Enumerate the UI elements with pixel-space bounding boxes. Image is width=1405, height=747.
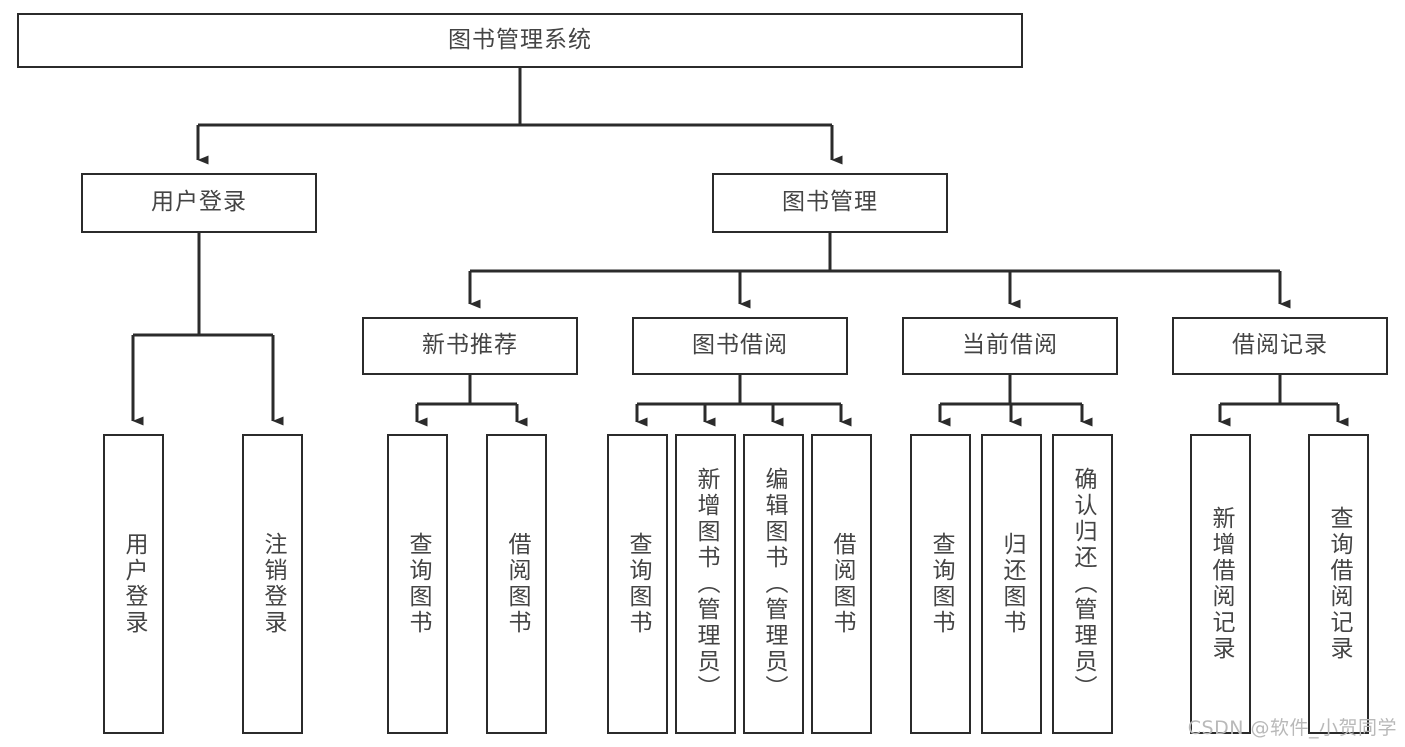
node-leaf-query-book-3[interactable]: 查询图书: [910, 434, 971, 734]
node-leaf-add-book-label: 新增图书（管理员）: [693, 467, 719, 701]
node-leaf-add-book[interactable]: 新增图书（管理员）: [675, 434, 736, 734]
node-borrow-record-label: 借阅记录: [1232, 332, 1328, 359]
node-new-book-rec-label: 新书推荐: [422, 332, 518, 359]
node-leaf-query-book-1[interactable]: 查询图书: [387, 434, 448, 734]
node-user-login[interactable]: 用户登录: [81, 173, 317, 233]
node-user-login-label: 用户登录: [151, 189, 247, 216]
node-root[interactable]: 图书管理系统: [17, 13, 1023, 68]
node-leaf-confirm-return[interactable]: 确认归还（管理员）: [1052, 434, 1113, 734]
node-leaf-edit-book[interactable]: 编辑图书（管理员）: [743, 434, 804, 734]
node-leaf-user-logout-label: 注销登录: [260, 532, 286, 636]
node-book-manage-label: 图书管理: [782, 189, 878, 216]
node-root-label: 图书管理系统: [448, 26, 592, 53]
node-leaf-confirm-return-label: 确认归还（管理员）: [1070, 467, 1096, 701]
node-leaf-borrow-book-1[interactable]: 借阅图书: [486, 434, 547, 734]
node-new-book-rec[interactable]: 新书推荐: [362, 317, 578, 375]
node-leaf-query-record-label: 查询借阅记录: [1326, 506, 1352, 662]
node-leaf-user-logout[interactable]: 注销登录: [242, 434, 303, 734]
node-leaf-add-record[interactable]: 新增借阅记录: [1190, 434, 1251, 734]
node-leaf-edit-book-label: 编辑图书（管理员）: [761, 467, 787, 701]
node-leaf-borrow-book-2-label: 借阅图书: [829, 532, 855, 636]
node-leaf-add-record-label: 新增借阅记录: [1208, 506, 1234, 662]
node-leaf-query-record[interactable]: 查询借阅记录: [1308, 434, 1369, 734]
node-leaf-borrow-book-1-label: 借阅图书: [504, 532, 530, 636]
node-current-borrow-label: 当前借阅: [962, 332, 1058, 359]
node-book-borrow[interactable]: 图书借阅: [632, 317, 848, 375]
node-leaf-query-book-3-label: 查询图书: [928, 532, 954, 636]
node-leaf-user-login[interactable]: 用户登录: [103, 434, 164, 734]
node-current-borrow[interactable]: 当前借阅: [902, 317, 1118, 375]
node-leaf-return-book-label: 归还图书: [999, 532, 1025, 636]
node-leaf-user-login-label: 用户登录: [121, 532, 147, 636]
node-book-borrow-label: 图书借阅: [692, 332, 788, 359]
node-leaf-query-book-1-label: 查询图书: [405, 532, 431, 636]
node-borrow-record[interactable]: 借阅记录: [1172, 317, 1388, 375]
node-leaf-borrow-book-2[interactable]: 借阅图书: [811, 434, 872, 734]
node-book-manage[interactable]: 图书管理: [712, 173, 948, 233]
node-leaf-return-book[interactable]: 归还图书: [981, 434, 1042, 734]
node-leaf-query-book-2[interactable]: 查询图书: [607, 434, 668, 734]
node-leaf-query-book-2-label: 查询图书: [625, 532, 651, 636]
